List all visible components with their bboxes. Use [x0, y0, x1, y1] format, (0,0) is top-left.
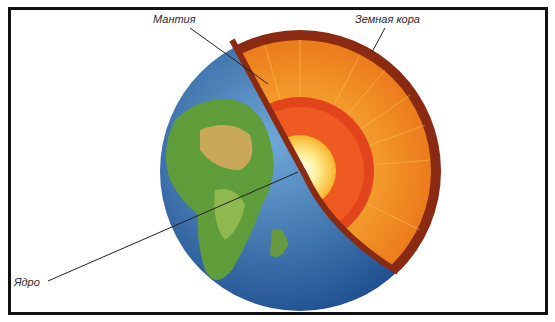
- part-label: Ядро: [14, 276, 40, 289]
- cut-edge: [232, 40, 398, 272]
- cutaway: [159, 30, 441, 312]
- part-label: Мантия: [153, 13, 196, 26]
- leader-line: [190, 28, 268, 84]
- part-label: Земная кора: [355, 13, 420, 26]
- leader-line: [48, 172, 298, 281]
- leader-line: [372, 28, 385, 52]
- globe: [160, 31, 440, 311]
